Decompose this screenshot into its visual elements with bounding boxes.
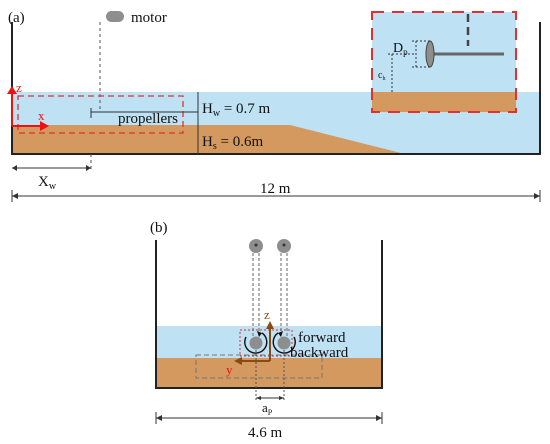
dp-label: Dp bbox=[393, 41, 408, 57]
sediment-bed-a bbox=[12, 125, 405, 154]
panel-b-label: (b) bbox=[150, 220, 168, 236]
motor-icon bbox=[106, 11, 124, 22]
ch-label: ch bbox=[378, 70, 385, 82]
propeller-left bbox=[249, 336, 263, 350]
sediment-bed-b bbox=[156, 358, 382, 388]
motor-label: motor bbox=[131, 10, 167, 26]
panel-a-label: (a) bbox=[8, 10, 25, 26]
water-depth-label: Hw = 0.7 m bbox=[202, 101, 271, 119]
inset-border bbox=[371, 11, 517, 113]
sediment-depth-label: Hs = 0.6m bbox=[202, 134, 263, 152]
ap-label: aP bbox=[262, 400, 273, 417]
forward-label: forward bbox=[298, 330, 346, 346]
propeller-region-box bbox=[17, 95, 184, 134]
z-axis-label-b: z bbox=[264, 307, 270, 322]
rotation-arrow-left bbox=[244, 332, 268, 354]
backward-label: backward bbox=[290, 345, 349, 361]
propeller-right bbox=[277, 336, 291, 350]
xw-label: Xw bbox=[38, 174, 57, 192]
x-axis-label-a: x bbox=[38, 108, 45, 123]
propellers-label: propellers bbox=[118, 111, 178, 127]
z-axis-label-a: z bbox=[16, 80, 22, 95]
y-axis-label-b: y bbox=[226, 362, 233, 377]
rotation-arrow-right bbox=[272, 332, 296, 354]
length-label: 12 m bbox=[260, 181, 291, 197]
inset-sediment bbox=[372, 92, 516, 112]
tank-walls-b bbox=[155, 240, 383, 389]
inset-propeller bbox=[425, 40, 435, 68]
propeller-region-box-b bbox=[195, 354, 323, 379]
width-label: 4.6 m bbox=[248, 425, 283, 441]
